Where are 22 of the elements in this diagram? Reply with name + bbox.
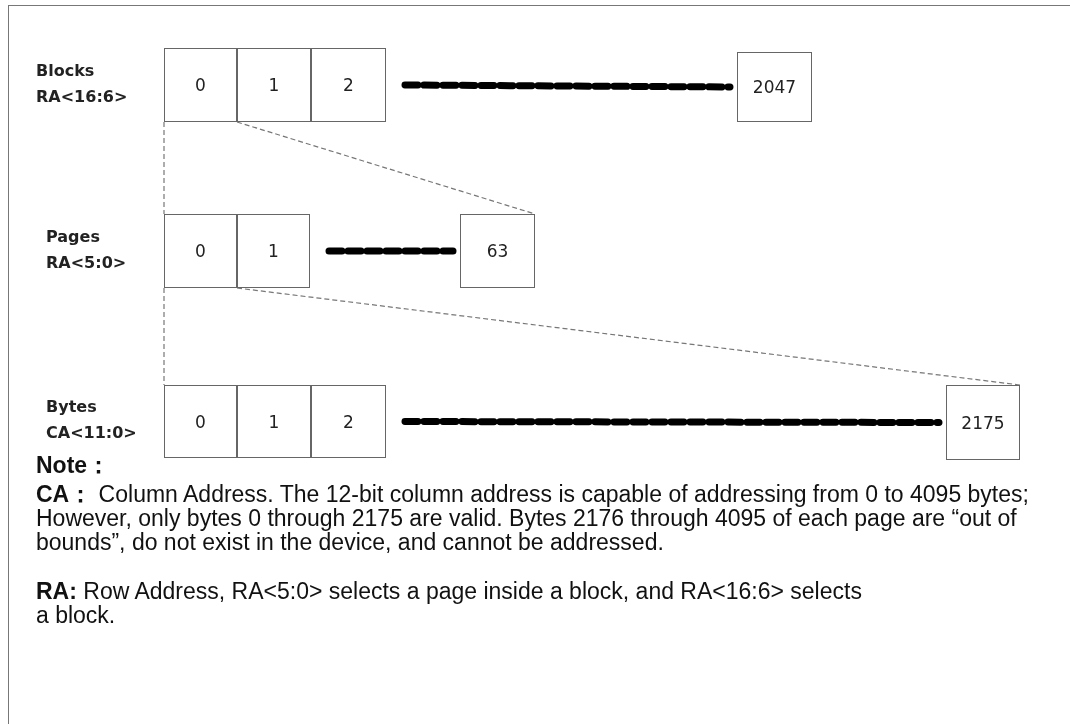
memory-cell: 63 (460, 214, 535, 288)
note-paragraph: CA： Column Address. The 12-bit column address is capable of addressing from 0 to 4095 bytes; However, only bytes 0 through 2175 are valid. Bytes 2176 through 4095 of each page are “out of bounds”, do not exist in the device, and cannot be addressed. (36, 482, 1030, 554)
memory-cell: 0 (164, 48, 237, 122)
memory-cell: 2 (311, 48, 386, 122)
memory-cell: 1 (237, 48, 311, 122)
memory-cell: 0 (164, 214, 237, 288)
note-paragraph: RA: Row Address, RA<5:0> selects a page inside a block, and RA<16:6> selects a block. (36, 579, 863, 627)
row-label: Bytes CA<11:0> (46, 396, 138, 444)
memory-cell: 2047 (737, 52, 812, 122)
note-heading: Note： (36, 453, 111, 477)
memory-cell: 2 (311, 385, 386, 458)
memory-cell: 2175 (946, 385, 1020, 460)
row-label: Blocks RA<16:6> (36, 60, 129, 108)
ellipsis-line (401, 418, 943, 426)
memory-cell: 1 (237, 214, 310, 288)
ellipsis-line (325, 247, 457, 255)
row-label: Pages RA<5:0> (46, 226, 128, 274)
zoom-guide-line (163, 121, 165, 215)
memory-cell: 0 (164, 385, 237, 458)
memory-cell: 1 (237, 385, 311, 458)
ellipsis-line (401, 81, 734, 91)
zoom-guide-line (163, 287, 165, 386)
